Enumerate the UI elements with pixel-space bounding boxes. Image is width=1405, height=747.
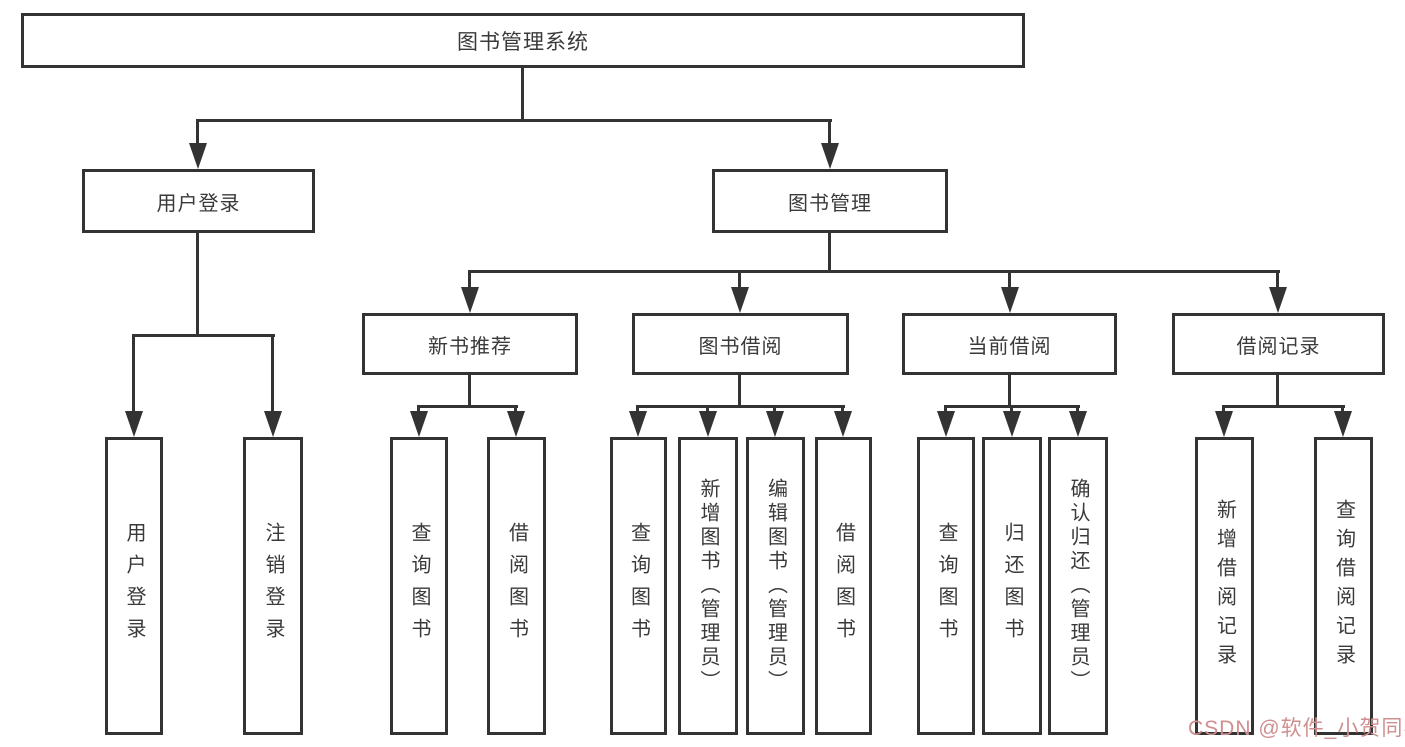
arrow-down-icon: [1215, 411, 1233, 437]
arrow-down-icon: [1069, 411, 1087, 437]
connector: [738, 270, 741, 292]
leaf-user-login: 用户登录: [105, 437, 163, 735]
node-borrow-records-label: 借阅记录: [1236, 335, 1321, 358]
node-library-system-label: 图书管理系统: [457, 30, 589, 54]
connector: [841, 405, 844, 416]
leaf-query-books-3: 查询图书: [917, 437, 975, 735]
node-new-book-recommend-label: 新书推荐: [428, 335, 512, 358]
connector: [773, 405, 776, 416]
connector: [1276, 375, 1279, 407]
node-book-borrow: 图书借阅: [632, 313, 849, 375]
connector: [197, 119, 832, 122]
leaf-borrow-books-2: 借阅图书: [815, 437, 872, 735]
leaf-query-books-2: 查询图书: [610, 437, 667, 735]
leaf-confirm-return-admin: 确认归还（管理员）: [1048, 437, 1108, 735]
node-book-management: 图书管理: [712, 169, 948, 233]
arrow-down-icon: [1001, 287, 1019, 313]
leaf-query-books-1-label: 查询图书: [408, 522, 430, 650]
leaf-add-borrow-record-label: 新增借阅记录: [1213, 499, 1236, 673]
leaf-query-books-1: 查询图书: [390, 437, 448, 735]
arrow-down-icon: [699, 411, 717, 437]
leaf-edit-book-admin: 编辑图书（管理员）: [746, 437, 805, 735]
connector: [196, 119, 199, 149]
arrow-down-icon: [189, 143, 207, 169]
connector: [944, 405, 947, 416]
connector: [636, 405, 639, 416]
connector: [1008, 375, 1011, 407]
arrow-down-icon: [1334, 411, 1352, 437]
arrow-down-icon: [410, 411, 428, 437]
node-current-borrow-label: 当前借阅: [967, 335, 1052, 358]
node-new-book-recommend: 新书推荐: [362, 313, 578, 375]
csdn-watermark: CSDN @软件_小贺同学: [1188, 717, 1405, 740]
connector: [521, 68, 524, 121]
connector: [468, 270, 1280, 273]
connector: [417, 405, 518, 408]
node-current-borrow: 当前借阅: [902, 313, 1117, 375]
leaf-borrow-books-2-label: 借阅图书: [832, 522, 855, 650]
node-user-login-label: 用户登录: [156, 192, 241, 215]
connector: [706, 405, 709, 416]
connector: [271, 334, 274, 414]
leaf-query-books-3-label: 查询图书: [935, 522, 957, 650]
leaf-confirm-return-admin-label: 确认归还（管理员）: [1067, 478, 1089, 694]
arrow-down-icon: [461, 287, 479, 313]
arrow-down-icon: [1003, 411, 1021, 437]
connector: [1341, 405, 1344, 416]
arrow-down-icon: [125, 411, 143, 437]
connector: [1276, 270, 1279, 292]
node-user-login: 用户登录: [82, 169, 315, 233]
connector: [1076, 405, 1079, 416]
arrow-down-icon: [629, 411, 647, 437]
node-library-system: 图书管理系统: [21, 13, 1025, 68]
connector: [196, 233, 199, 337]
leaf-user-login-label: 用户登录: [123, 522, 145, 650]
connector: [828, 119, 831, 149]
arrow-down-icon: [507, 411, 525, 437]
leaf-return-book-label: 归还图书: [1001, 522, 1023, 650]
arrow-down-icon: [264, 411, 282, 437]
connector: [738, 375, 741, 407]
leaf-edit-book-admin-label: 编辑图书（管理员）: [764, 478, 787, 694]
arrow-down-icon: [766, 411, 784, 437]
leaf-query-borrow-record: 查询借阅记录: [1314, 437, 1373, 735]
connector: [1222, 405, 1345, 408]
leaf-borrow-books-1: 借阅图书: [487, 437, 546, 735]
connector: [468, 270, 471, 292]
leaf-return-book: 归还图书: [982, 437, 1042, 735]
node-book-management-label: 图书管理: [788, 192, 872, 215]
arrow-down-icon: [821, 143, 839, 169]
connector: [1222, 405, 1225, 416]
connector: [1010, 405, 1013, 416]
connector: [828, 233, 831, 272]
leaf-add-book-admin-label: 新增图书（管理员）: [697, 478, 719, 694]
leaf-add-book-admin: 新增图书（管理员）: [678, 437, 738, 735]
connector: [132, 334, 275, 337]
connector: [636, 405, 845, 408]
connector: [417, 405, 420, 416]
connector: [468, 375, 471, 407]
leaf-logout-label: 注销登录: [262, 522, 284, 650]
arrow-down-icon: [1269, 287, 1287, 313]
node-book-borrow-label: 图书借阅: [698, 335, 783, 358]
leaf-add-borrow-record: 新增借阅记录: [1195, 437, 1254, 735]
leaf-borrow-books-1-label: 借阅图书: [505, 522, 528, 650]
arrow-down-icon: [731, 287, 749, 313]
connector: [514, 405, 517, 416]
arrow-down-icon: [834, 411, 852, 437]
leaf-query-borrow-record-label: 查询借阅记录: [1332, 499, 1355, 673]
connector: [132, 334, 135, 414]
arrow-down-icon: [937, 411, 955, 437]
node-borrow-records: 借阅记录: [1172, 313, 1385, 375]
connector: [1008, 270, 1011, 292]
leaf-logout: 注销登录: [243, 437, 303, 735]
leaf-query-books-2-label: 查询图书: [627, 522, 650, 650]
